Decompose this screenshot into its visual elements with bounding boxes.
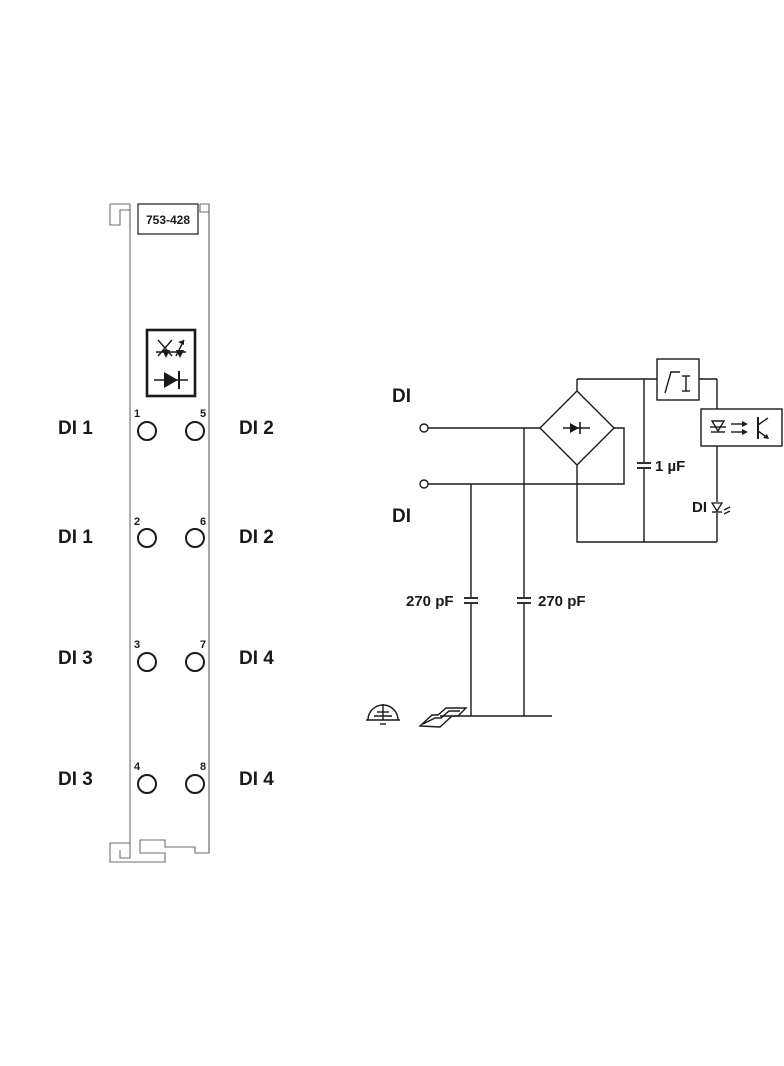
- capacitor-label-1uf: 1 µF: [655, 458, 685, 475]
- module-housing: 753-428: [109, 203, 210, 863]
- capacitor-270pf-right: [517, 597, 531, 604]
- input-terminal-top: [419, 423, 429, 433]
- channel-label-right: DI 4: [239, 769, 274, 790]
- input-label-bottom: DI: [392, 506, 411, 527]
- pin-number: 1: [134, 408, 140, 420]
- terminal-pin-1[interactable]: [137, 421, 157, 441]
- channel-label-right: DI 4: [239, 648, 274, 669]
- capacitor-1uf: [637, 462, 651, 469]
- channel-labels: DI 1 DI 1 DI 3 DI 3 DI 2 DI 2 DI 4 DI 4: [58, 418, 274, 790]
- terminal-pin-7[interactable]: [185, 652, 205, 672]
- channel-label-left: DI 1: [58, 527, 93, 548]
- terminal-pin-3[interactable]: [137, 652, 157, 672]
- channel-label-left: DI 3: [58, 648, 93, 669]
- channel-label-left: DI 3: [58, 769, 93, 790]
- status-led-label: DI: [692, 499, 707, 516]
- pin-number: 7: [200, 639, 206, 651]
- input-circuit-schematic: DI DI: [366, 358, 783, 728]
- terminal-pin-5[interactable]: [185, 421, 205, 441]
- led-icon: [710, 502, 731, 515]
- ground-icon: [366, 704, 400, 725]
- pin-number: 4: [134, 761, 141, 773]
- capacitor-label-270pf-right: 270 pF: [538, 593, 586, 610]
- capacitor-label-270pf-left: 270 pF: [406, 593, 454, 610]
- pin-number: 2: [134, 516, 140, 528]
- bridge-rectifier-icon: [539, 390, 615, 466]
- din-rail-icon: [418, 707, 468, 728]
- pin-number: 3: [134, 639, 140, 651]
- channel-label-right: DI 2: [239, 418, 274, 439]
- part-number: 753-428: [146, 213, 190, 227]
- terminal-pin-4[interactable]: [137, 774, 157, 794]
- terminal-pins: [137, 421, 205, 794]
- pin-numbers: 1 5 2 6 3 7 4 8: [134, 408, 206, 773]
- terminal-pin-6[interactable]: [185, 528, 205, 548]
- pin-number: 8: [200, 761, 206, 773]
- input-label-top: DI: [392, 386, 411, 407]
- terminal-pin-8[interactable]: [185, 774, 205, 794]
- current-limiter-icon: [656, 358, 700, 401]
- pin-number: 5: [200, 408, 206, 420]
- capacitor-270pf-left: [464, 597, 478, 604]
- part-number-box: [137, 203, 199, 235]
- terminal-pin-2[interactable]: [137, 528, 157, 548]
- channel-label-left: DI 1: [58, 418, 93, 439]
- channel-label-right: DI 2: [239, 527, 274, 548]
- input-module-symbol-icon: [145, 328, 197, 398]
- input-terminal-bottom: [419, 479, 429, 489]
- pin-number: 6: [200, 516, 206, 528]
- optocoupler-icon: [700, 408, 783, 447]
